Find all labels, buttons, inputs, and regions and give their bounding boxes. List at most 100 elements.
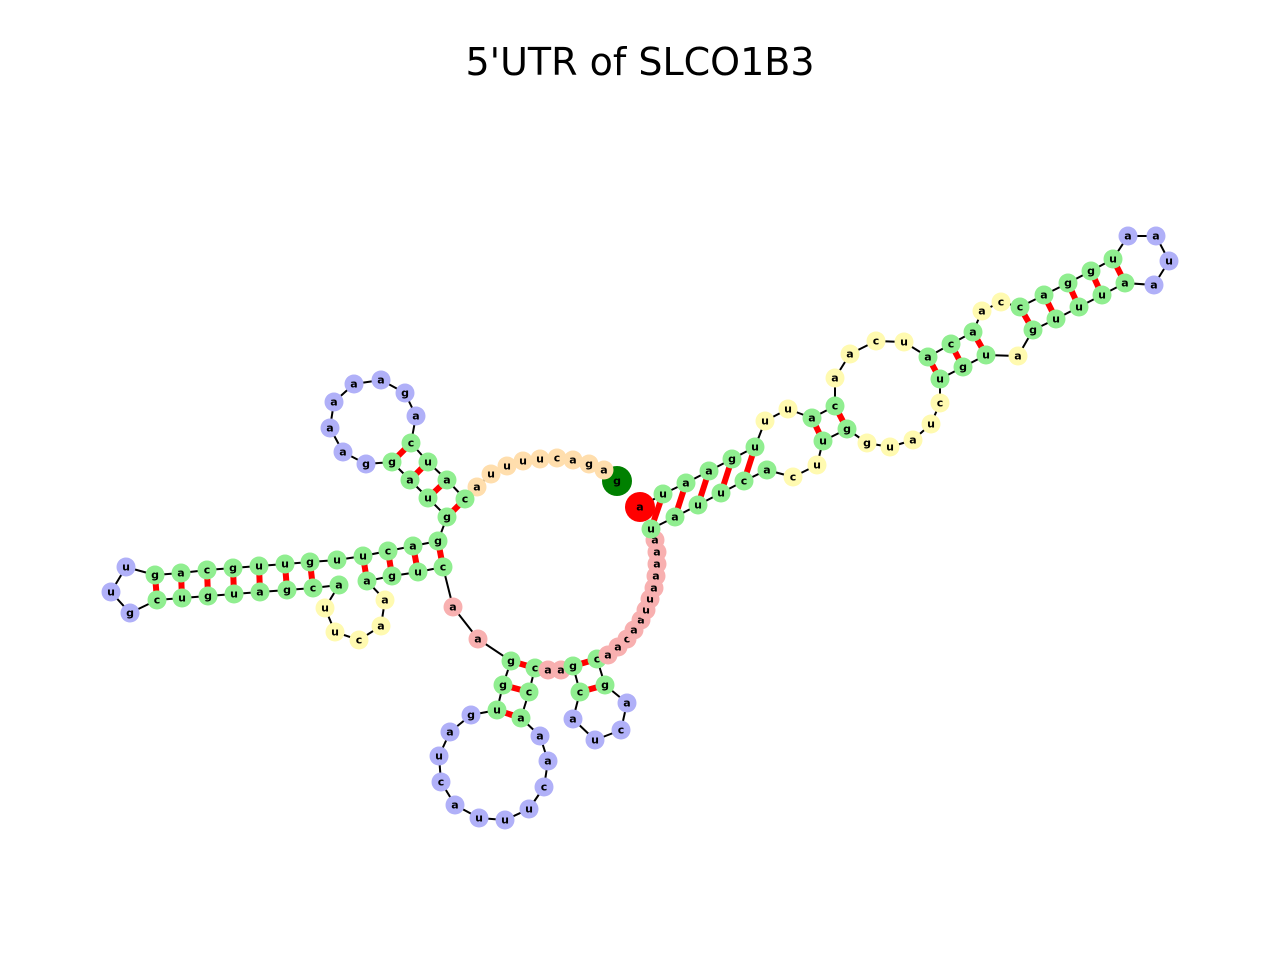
nucleotide-letter: a (808, 412, 815, 425)
nucleotide-circle (455, 489, 475, 509)
nucleotide-letter: u (886, 441, 894, 454)
nucleotide-letter: a (653, 558, 660, 571)
nucleotide-node: c (825, 396, 845, 416)
nucleotide-letter: u (424, 456, 432, 469)
nucleotide-letter: g (388, 570, 396, 583)
nucleotide-letter: a (653, 546, 660, 559)
nucleotide-letter: u (784, 403, 792, 416)
nucleotide-circle (501, 651, 521, 671)
nucleotide-node: a (1118, 226, 1138, 246)
three-prime-end-node: a (625, 492, 655, 522)
nucleotide-circle (653, 484, 673, 504)
nucleotide-node: a (445, 795, 465, 815)
nucleotide-circle (530, 726, 550, 746)
nucleotide-circle (418, 488, 438, 508)
nucleotide-node: a (437, 470, 457, 490)
nucleotide-letter: u (1165, 255, 1173, 268)
nucleotide-node: g (579, 454, 599, 474)
nucleotide-letter: g (434, 535, 442, 548)
nucleotide-letter: u (501, 814, 509, 827)
nucleotide-circle (333, 442, 353, 462)
nucleotide-letter: u (751, 441, 759, 454)
nucleotide-letter: c (577, 686, 584, 699)
nucleotide-circle (511, 708, 531, 728)
nucleotide-circle (356, 454, 376, 474)
nucleotide-letter: a (449, 601, 456, 614)
nucleotide-node: a (403, 536, 423, 556)
nucleotide-letter: a (604, 649, 611, 662)
nucleotide-circle (469, 808, 489, 828)
nucleotide-node: u (172, 588, 192, 608)
nucleotide-letter: g (959, 361, 967, 374)
nucleotide-letter: u (591, 734, 599, 747)
nucleotide-letter: a (335, 579, 342, 592)
nucleotide-circle (406, 406, 426, 426)
nucleotide-circle (1010, 297, 1030, 317)
nucleotide-node: g (382, 566, 402, 586)
nucleotide-circle (625, 492, 655, 522)
nucleotide-letter: u (414, 566, 422, 579)
nucleotide-node: a (443, 597, 463, 617)
nucleotide-node: u (778, 399, 798, 419)
nucleotide-letter: g (229, 562, 237, 575)
nucleotide-circle (825, 396, 845, 416)
nucleotide-letter: c (532, 662, 539, 675)
nucleotide-circle (329, 575, 349, 595)
nucleotide-node: c (930, 393, 950, 413)
nucleotide-node: a (665, 507, 685, 527)
nucleotide-letter: c (624, 633, 631, 646)
nucleotide-node: c (611, 720, 631, 740)
nucleotide-node: a (1144, 275, 1164, 295)
nucleotide-node: u (1092, 285, 1112, 305)
nucleotide-node: a (1008, 346, 1028, 366)
nucleotide-letter: g (601, 679, 609, 692)
nucleotide-letter: c (385, 545, 392, 558)
nucleotide-circle (172, 588, 192, 608)
nucleotide-node: g (595, 675, 615, 695)
nucleotide-circle (1103, 249, 1123, 269)
nucleotide-node: c (866, 331, 886, 351)
nucleotide-letter: u (255, 560, 263, 573)
nucleotide-circle (395, 383, 415, 403)
nucleotide-circle (1092, 285, 1112, 305)
nucleotide-circle (250, 582, 270, 602)
nucleotide-circle (437, 470, 457, 490)
nucleotide-node: u (429, 746, 449, 766)
nucleotide-letter: a (256, 586, 263, 599)
nucleotide-node: u (711, 483, 731, 503)
nucleotide-node: a (563, 450, 583, 470)
nucleotide-letter: u (659, 488, 667, 501)
nucleotide-node: g (198, 586, 218, 606)
nucleotide-node: g (382, 452, 402, 472)
nucleotide-node: a (538, 751, 558, 771)
nucleotide-circle (972, 301, 992, 321)
nucleotide-node: a (538, 660, 558, 680)
nucleotide-circle (617, 693, 637, 713)
nucleotide-circle (611, 720, 631, 740)
nucleotide-circle (547, 448, 567, 468)
nucleotide-letter: u (642, 604, 650, 617)
nucleotide-letter: a (637, 614, 644, 627)
nucleotide-node: a (467, 477, 487, 497)
nucleotide-letter: a (705, 465, 712, 478)
nucleotide-node: u (653, 484, 673, 504)
nucleotide-circle (303, 578, 323, 598)
nucleotide-node: a (400, 470, 420, 490)
nucleotide-circle (563, 656, 583, 676)
nucleotide-node: g (493, 675, 513, 695)
nucleotide-node: g (395, 383, 415, 403)
nucleotide-node: a (1034, 285, 1054, 305)
nucleotide-node: a (1115, 273, 1135, 293)
nucleotide-letter: g (863, 437, 871, 450)
nucleotide-circle (918, 347, 938, 367)
nucleotide-circle (171, 563, 191, 583)
nucleotide-circle (468, 629, 488, 649)
nucleotide-node: a (594, 460, 614, 480)
nucleotide-node: u (327, 550, 347, 570)
nucleotide-circle (641, 519, 661, 539)
nucleotide-letter: g (585, 458, 593, 471)
nucleotide-circle (408, 562, 428, 582)
nucleotide-circle (1008, 346, 1028, 366)
nucleotide-node: c (303, 578, 323, 598)
nucleotide-circle (1146, 226, 1166, 246)
